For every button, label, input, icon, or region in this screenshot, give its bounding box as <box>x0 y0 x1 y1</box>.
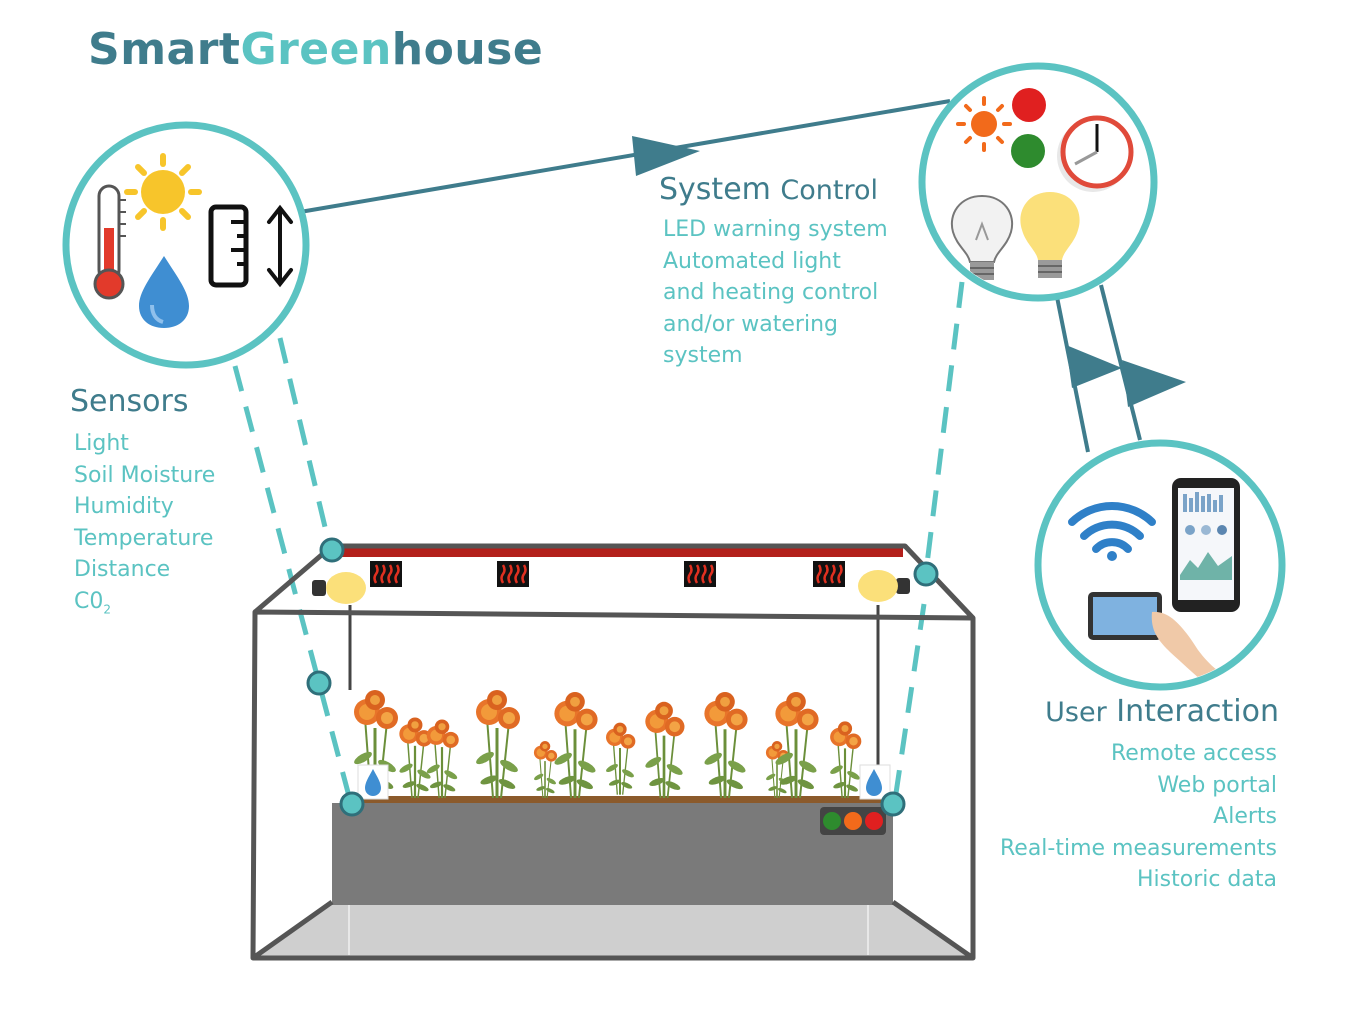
water-sensor-right <box>859 764 891 800</box>
user-interaction-heading-small: User <box>1045 697 1107 728</box>
connection-node <box>306 670 332 696</box>
connection-node <box>339 791 365 817</box>
sun-led-icon <box>956 96 1012 152</box>
list-item: Web portal <box>1157 772 1277 798</box>
sensor-connection-nodes <box>306 537 939 817</box>
connection-node <box>913 561 939 587</box>
smartphone-dashboard-icon <box>1172 478 1240 612</box>
sensor-to-control-line <box>299 99 951 214</box>
red-led-icon <box>1012 88 1046 122</box>
planter-box <box>332 803 893 905</box>
grow-light-right <box>858 570 910 602</box>
bulb-off-icon <box>950 194 1014 280</box>
clock-icon <box>1057 115 1134 192</box>
co2-label: C0 <box>74 588 104 614</box>
water-sensor-left <box>357 764 389 800</box>
title-house: house <box>391 24 544 75</box>
title-green: Green <box>240 24 392 75</box>
user-interaction-list: Remote access Web portal Alerts Real-tim… <box>1000 738 1277 896</box>
greenhouse-frame <box>250 543 976 961</box>
control-link-dashed <box>892 603 927 801</box>
greenhouse-floor <box>253 902 973 958</box>
water-drop-icon <box>866 769 882 796</box>
list-item: Light <box>74 431 129 456</box>
sun-icon <box>124 153 202 231</box>
list-item-co2: C02 <box>74 586 215 626</box>
title-smart: Smart <box>88 24 241 75</box>
ruler-icon <box>208 204 249 288</box>
sensors-heading: Sensors <box>70 384 189 419</box>
heater-icon <box>813 561 845 587</box>
green-led-icon <box>1011 134 1045 168</box>
user-interaction-heading-main: Interaction <box>1116 694 1279 729</box>
sensors-list: Light Soil Moisture Humidity Temperature… <box>74 428 215 626</box>
list-item: Automated light <box>663 248 841 274</box>
thermometer-icon <box>93 184 126 300</box>
sensor-link-dashed <box>277 337 333 549</box>
user-interaction-circle <box>1034 439 1286 691</box>
flow-arrow-icon <box>1066 345 1122 388</box>
page-title: SmartGreenhouse <box>88 24 543 75</box>
system-control-heading-small: Control <box>780 175 879 206</box>
greenhouse <box>250 537 976 961</box>
grow-light-left <box>312 572 366 604</box>
list-item: and/or watering <box>663 311 839 337</box>
system-control-list: LED warning system Automated light and h… <box>663 214 888 372</box>
list-item: Alerts <box>1213 804 1277 830</box>
list-item: and heating control <box>663 280 879 306</box>
water-drop-icon <box>365 769 381 796</box>
list-item: LED warning system <box>663 217 888 242</box>
list-item: Soil Moisture <box>74 462 216 488</box>
connection-node <box>319 537 345 563</box>
co2-subscript: 2 <box>103 602 111 617</box>
list-item: Historic data <box>1136 867 1277 893</box>
list-item: Remote access <box>1110 741 1277 766</box>
system-control-heading-main: System <box>659 172 771 207</box>
led-warning-panel <box>820 807 886 835</box>
vertical-arrow-icon <box>267 204 293 288</box>
system-control-heading: System Control <box>659 172 878 207</box>
list-item: Humidity <box>74 494 174 520</box>
list-item: Distance <box>74 557 171 583</box>
list-item: Real-time measurements <box>999 835 1277 861</box>
heater-icon <box>370 561 402 587</box>
heater-icon <box>497 561 529 587</box>
wifi-icon <box>1068 502 1156 561</box>
soil-line <box>342 796 890 803</box>
heating-elements <box>370 561 845 587</box>
list-item: system <box>663 343 743 369</box>
bulb-on-icon <box>1020 192 1080 278</box>
control-to-user-line-2 <box>1099 284 1142 441</box>
control-link-dashed <box>923 281 965 573</box>
user-interaction-heading: User Interaction <box>1045 694 1279 729</box>
flow-arrow-icon <box>1122 360 1186 407</box>
system-control-circle <box>918 62 1158 302</box>
marigold-plants <box>350 688 863 798</box>
flow-arrow-icon <box>632 136 700 176</box>
sensors-circle <box>62 121 310 369</box>
list-item: Temperature <box>74 525 214 551</box>
heater-icon <box>684 561 716 587</box>
connection-node <box>880 791 906 817</box>
